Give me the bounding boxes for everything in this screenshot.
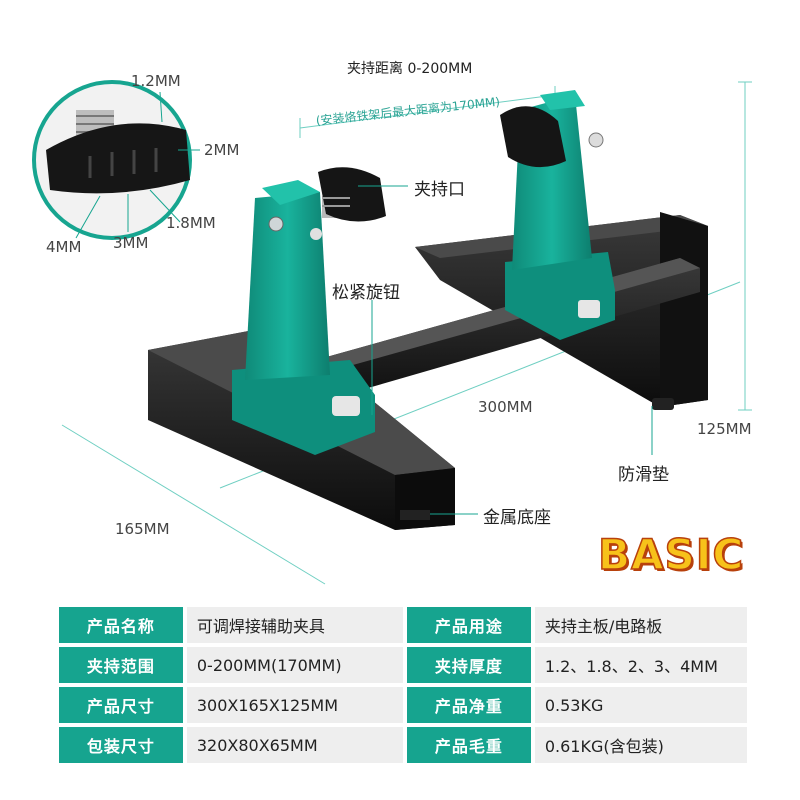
table-row: 包装尺寸 320X80X65MM 产品毛重 0.61KG(含包装) xyxy=(59,727,747,763)
clamp-span-label: 夹持距离 0-200MM xyxy=(347,61,473,77)
spec-table: 产品名称 可调焊接辅助夹具 产品用途 夹持主板/电路板 夹持范围 0-200MM… xyxy=(55,603,751,767)
callout-leaders xyxy=(75,91,653,515)
height-label: 125MM xyxy=(697,420,752,438)
jaw-zoom-inset xyxy=(32,80,192,240)
clamp-mouth-label: 夹持口 xyxy=(414,180,465,200)
anti-slip-pad-label: 防滑垫 xyxy=(618,465,669,485)
spec-value: 1.2、1.8、2、3、4MM xyxy=(534,647,747,683)
table-row: 产品尺寸 300X165X125MM 产品净重 0.53KG xyxy=(59,687,747,723)
spec-value: 0.61KG(含包装) xyxy=(534,727,747,763)
teeth-label-4: 3MM xyxy=(113,234,149,252)
teeth-label-1: 1.2MM xyxy=(131,72,181,90)
spec-key: 产品用途 xyxy=(406,607,531,643)
spec-value: 0.53KG xyxy=(534,687,747,723)
teeth-label-3: 1.8MM xyxy=(166,214,216,232)
spec-value: 夹持主板/电路板 xyxy=(534,607,747,643)
spec-key: 夹持厚度 xyxy=(406,647,531,683)
table-row: 产品名称 可调焊接辅助夹具 产品用途 夹持主板/电路板 xyxy=(59,607,747,643)
knob-label: 松紧旋钮 xyxy=(332,283,400,303)
product-illustration xyxy=(32,80,752,585)
spec-value: 0-200MM(170MM) xyxy=(186,647,403,683)
spec-value: 可调焊接辅助夹具 xyxy=(186,607,403,643)
spec-key: 产品净重 xyxy=(406,687,531,723)
spec-value: 300X165X125MM xyxy=(186,687,403,723)
width-label: 165MM xyxy=(115,520,170,538)
spec-key: 产品毛重 xyxy=(406,727,531,763)
teeth-label-5: 4MM xyxy=(46,238,82,256)
spec-value: 320X80X65MM xyxy=(186,727,403,763)
clamp-jaw xyxy=(318,106,566,222)
spec-key: 夹持范围 xyxy=(59,647,183,683)
spec-key: 产品名称 xyxy=(59,607,183,643)
table-row: 夹持范围 0-200MM(170MM) 夹持厚度 1.2、1.8、2、3、4MM xyxy=(59,647,747,683)
spec-key: 包装尺寸 xyxy=(59,727,183,763)
spec-key: 产品尺寸 xyxy=(59,687,183,723)
teeth-label-2: 2MM xyxy=(204,141,240,159)
length-label: 300MM xyxy=(478,398,533,416)
brand-logo: BASIC xyxy=(597,529,745,580)
metal-base-label: 金属底座 xyxy=(483,508,551,528)
